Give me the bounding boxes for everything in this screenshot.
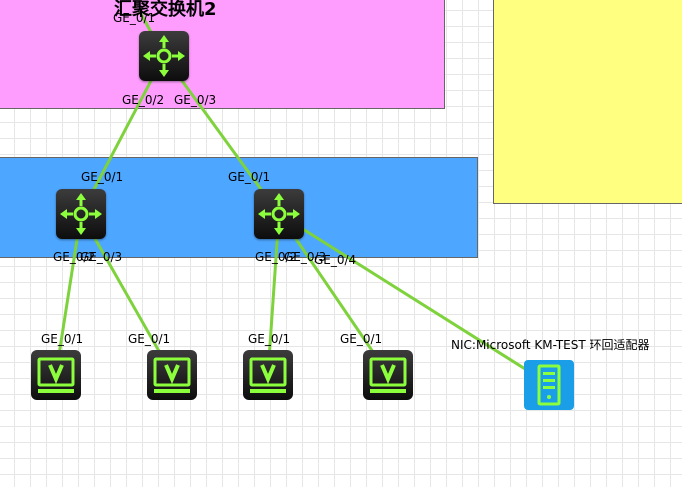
link-sw1-pc1 (54, 212, 83, 376)
pc-icon (249, 357, 287, 393)
port-label-agg-right: GE_0/3 (174, 93, 217, 107)
port-label-pc1: GE_0/1 (41, 332, 84, 346)
pc-4[interactable] (363, 350, 413, 400)
pc-2[interactable] (147, 350, 197, 400)
access-switch-2[interactable] (254, 189, 304, 239)
port-label-agg-top: GE_0/1 (113, 11, 156, 25)
port-label-pc4: GE_0/1 (340, 332, 383, 346)
port-label-sw1-down-b: GE_0/3 (80, 250, 123, 264)
port-label-sw1-down-a: GE_0/2 (53, 250, 96, 264)
port-label-sw2-down-a: GE_0/2 (255, 250, 298, 264)
zone-yellow (493, 0, 682, 204)
pc-icon (153, 357, 191, 393)
pc-3[interactable] (243, 350, 293, 400)
link-agg-sw1 (79, 54, 166, 216)
pc-1[interactable] (31, 350, 81, 400)
link-sw2-pc4 (277, 212, 390, 376)
zone-pink (0, 0, 445, 109)
link-sw1-pc2 (79, 212, 174, 376)
router-icon (143, 35, 185, 77)
port-label-sw2-up: GE_0/1 (228, 170, 271, 184)
router-icon (60, 193, 102, 235)
link-sw2-host (277, 212, 551, 386)
port-label-pc3: GE_0/1 (248, 332, 291, 346)
pc-icon (37, 357, 75, 393)
server-icon (537, 364, 561, 406)
access-switch-1[interactable] (56, 189, 106, 239)
link-sw2-pc3 (266, 212, 281, 376)
port-label-sw2-down-b: GE_0/3 (284, 250, 327, 264)
port-label-sw2-down-c: GE_0/4 (314, 253, 357, 267)
router-icon (258, 193, 300, 235)
link-agg-sw2 (162, 54, 281, 216)
aggregation-switch[interactable] (139, 31, 189, 81)
host-server[interactable] (524, 360, 574, 410)
pc-icon (369, 357, 407, 393)
agg-switch-title: 汇聚交换机2 (114, 0, 217, 20)
port-label-sw1-up: GE_0/1 (81, 170, 124, 184)
port-label-agg-left: GE_0/2 (122, 93, 165, 107)
host-nic-label: NIC:Microsoft KM-TEST 环回适配器 (451, 338, 650, 352)
port-label-pc2: GE_0/1 (128, 332, 171, 346)
